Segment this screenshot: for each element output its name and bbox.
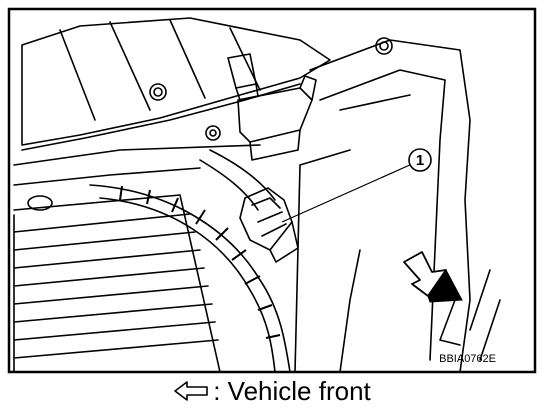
- hollow-arrow-left-icon: [174, 381, 209, 401]
- vehicle-front-caption: : Vehicle front: [213, 375, 371, 406]
- vehicle-front-arrow-icon: [403, 251, 463, 303]
- callout-number: 1: [416, 152, 424, 169]
- illustration-code: BBIA0762E: [439, 353, 496, 365]
- callout-circle: [408, 148, 432, 172]
- harness-tape-marks: [119, 185, 281, 339]
- callout-leader-line: [281, 163, 413, 223]
- vehicle-front-legend: : Vehicle front: [0, 374, 544, 408]
- engine-component-linework: [13, 17, 501, 373]
